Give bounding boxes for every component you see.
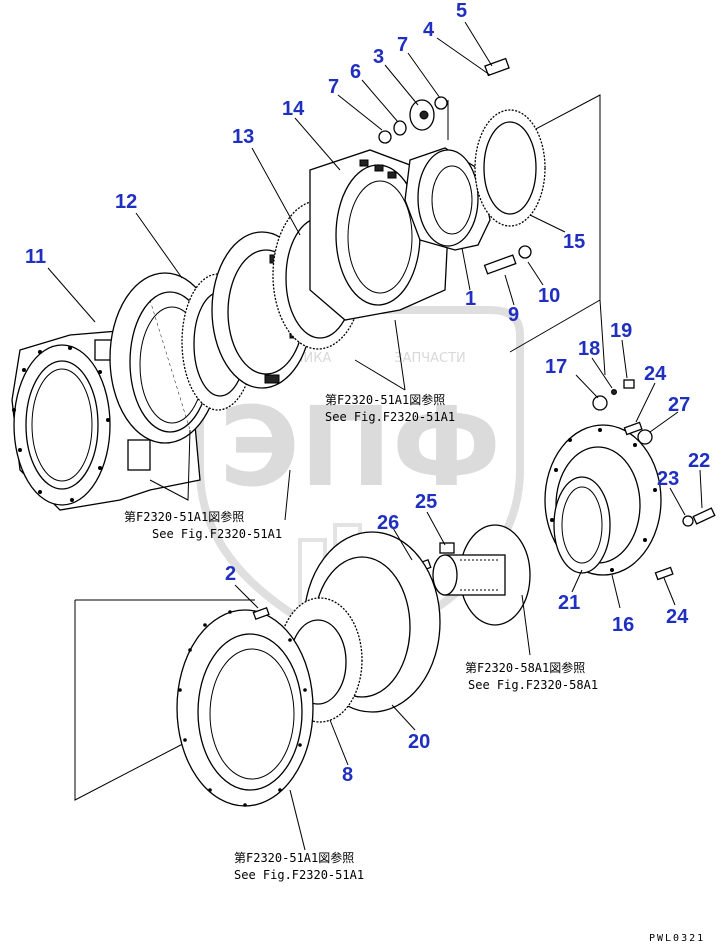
watermark-right-text: ЗАПЧАСТИ	[394, 351, 466, 366]
assembly-guide-lines	[74, 94, 606, 801]
part-11-housing	[11, 329, 201, 511]
part-2-pin	[252, 606, 270, 620]
ref-3-en: See Fig.F2320-58A1	[468, 678, 598, 692]
callout-24b: 24	[666, 606, 689, 628]
callout-24: 24	[644, 363, 667, 385]
bottom-plate	[176, 609, 314, 807]
callout-19: 19	[610, 320, 632, 342]
callout-17: 17	[545, 356, 567, 378]
ref-2-jp: 第F2320-51A1図参照	[124, 509, 244, 524]
ref-2-en: See Fig.F2320-51A1	[152, 527, 282, 541]
leader-lines	[47, 21, 703, 851]
callout-13: 13	[232, 126, 254, 148]
part-21-seal	[553, 476, 611, 574]
callout-4: 4	[423, 19, 435, 41]
callout-26: 26	[377, 512, 399, 534]
callout-23: 23	[657, 468, 679, 490]
small-parts-right	[592, 379, 716, 581]
bolt-9-washer-10	[483, 245, 532, 275]
ref-3-jp: 第F2320-58A1図参照	[465, 660, 585, 675]
callout-14: 14	[282, 98, 305, 120]
ref-1-en: See Fig.F2320-51A1	[325, 410, 455, 424]
callout-10: 10	[538, 285, 560, 307]
callout-21: 21	[558, 592, 580, 614]
callout-18: 18	[578, 338, 600, 360]
callout-8: 8	[342, 764, 353, 786]
ref-1-jp: 第F2320-51A1図参照	[325, 392, 445, 407]
callout-7: 7	[397, 34, 408, 56]
callout-27: 27	[668, 394, 690, 416]
callout-7b: 7	[328, 76, 339, 98]
callout-16: 16	[612, 614, 634, 636]
callout-22: 22	[688, 450, 710, 472]
drawing-code: PWL0321	[649, 933, 705, 944]
callout-numbers: 5 4 7 3 6 7 14 13 12 11 15 10 1 9 19 18 …	[25, 0, 710, 786]
watermark-letters: ЭПФ	[219, 383, 501, 511]
callout-15: 15	[563, 231, 585, 253]
ref-4-en: See Fig.F2320-51A1	[234, 868, 364, 882]
figure-references: 第F2320-51A1図参照 See Fig.F2320-51A1 第F2320…	[124, 392, 598, 882]
callout-20: 20	[408, 731, 430, 753]
callout-9: 9	[508, 304, 519, 326]
ref-4-jp: 第F2320-51A1図参照	[234, 850, 354, 865]
small-parts-top	[378, 57, 510, 144]
callout-1: 1	[465, 288, 476, 310]
callout-5: 5	[456, 0, 467, 22]
part-1-flange	[404, 147, 491, 251]
callout-2: 2	[225, 563, 236, 585]
callout-3: 3	[373, 46, 384, 68]
part-15-gear-ring	[474, 109, 546, 227]
callout-11: 11	[25, 246, 46, 268]
callout-12: 12	[115, 191, 137, 213]
callout-6: 6	[350, 61, 361, 83]
callout-25: 25	[415, 491, 437, 513]
